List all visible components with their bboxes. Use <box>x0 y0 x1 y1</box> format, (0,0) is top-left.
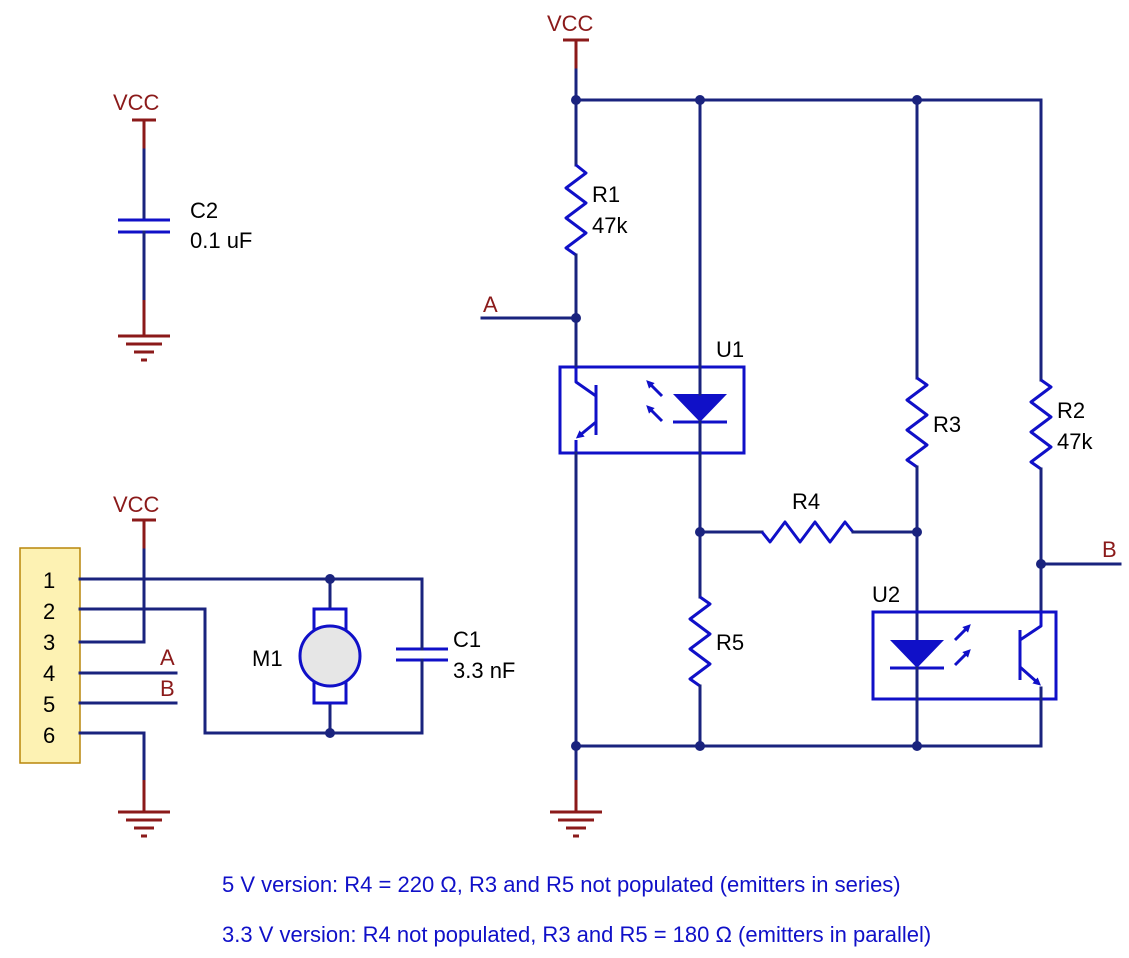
u2-transistor-emitter <box>1019 665 1041 686</box>
m1-ref-label: M1 <box>252 646 283 671</box>
vcc-label: VCC <box>113 90 160 115</box>
r5-resistor <box>688 595 712 688</box>
motor-symbol <box>298 624 362 688</box>
encoder-circuit: VCC R1 47k A U1 <box>480 11 1122 838</box>
r4-ref-label: R4 <box>792 489 820 514</box>
note-5v-version: 5 V version: R4 = 220 Ω, R3 and R5 not p… <box>222 872 901 897</box>
u2-light-arrow <box>953 649 971 667</box>
r2-resistor <box>1029 378 1053 471</box>
u2-optocoupler-box <box>871 610 1058 701</box>
junction-dot <box>325 728 335 738</box>
connector-body <box>19 547 81 764</box>
u1-ref-label: U1 <box>716 337 744 362</box>
u2-transistor-collector <box>1019 612 1043 642</box>
wire-pin-2 <box>78 607 424 735</box>
u1-light-arrow <box>646 380 664 398</box>
r5-ref-label: R5 <box>716 630 744 655</box>
junction-dot <box>1036 559 1046 569</box>
u2-ref-label: U2 <box>872 582 900 607</box>
connector-pin-1-label: 1 <box>43 568 55 593</box>
r1-resistor <box>564 163 588 257</box>
c2-value-label: 0.1 uF <box>190 228 252 253</box>
c1-value-label: 3.3 nF <box>453 658 515 683</box>
net-label-a: A <box>483 292 498 317</box>
note-3v3-version: 3.3 V version: R4 not populated, R3 and … <box>222 922 932 947</box>
r3-resistor <box>905 376 929 469</box>
net-label-b: B <box>1102 537 1117 562</box>
connector-pin-3-label: 3 <box>43 630 55 655</box>
r1-ref-label: R1 <box>592 182 620 207</box>
c2-decoupling-capacitor: VCC C2 0.1 uF <box>113 90 252 362</box>
wire-pin-3 <box>78 548 146 644</box>
r4-resistor <box>760 520 855 544</box>
junction-dot <box>695 527 705 537</box>
junction-dot <box>912 741 922 751</box>
connector-pin-4-label: 4 <box>43 661 55 686</box>
net-label-b: B <box>160 676 175 701</box>
net-label-a: A <box>160 645 175 670</box>
u2-led <box>890 640 944 668</box>
r2-ref-label: R2 <box>1057 398 1085 423</box>
u1-optocoupler-box <box>558 365 746 455</box>
c1-ref-label: C1 <box>453 627 481 652</box>
u1-led <box>673 394 727 422</box>
r1-value-label: 47k <box>592 213 628 238</box>
vcc-label: VCC <box>547 11 594 36</box>
wire-pin-1 <box>78 577 424 640</box>
vcc-rail <box>574 98 1043 382</box>
c2-ref-label: C2 <box>190 198 218 223</box>
u1-transistor-emitter <box>575 420 597 439</box>
u1-light-arrow <box>646 405 664 423</box>
connector-pin-5-label: 5 <box>43 692 55 717</box>
r2-value-label: 47k <box>1057 429 1093 454</box>
wire-pin-6 <box>78 731 146 782</box>
vcc-label: VCC <box>113 492 160 517</box>
r3-ref-label: R3 <box>933 412 961 437</box>
u2-light-arrow <box>953 624 971 642</box>
connector-pin-2-label: 2 <box>43 599 55 624</box>
connector-and-motor: 1 2 3 4 5 6 VCC M1 C1 3.3 nF A B <box>19 492 515 838</box>
junction-dot <box>325 574 335 584</box>
connector-pin-6-label: 6 <box>43 723 55 748</box>
junction-dot <box>695 741 705 751</box>
u1-transistor-collector <box>574 367 597 398</box>
